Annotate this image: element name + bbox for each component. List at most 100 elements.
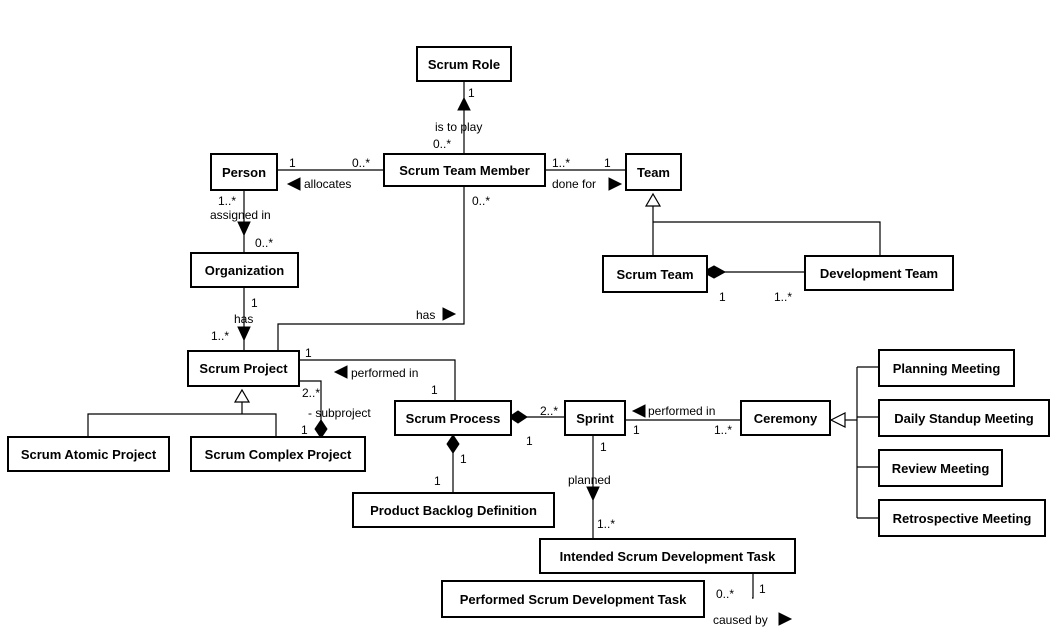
- mult-process-project: 1: [431, 383, 438, 397]
- class-name: Scrum Atomic Project: [20, 446, 157, 462]
- mult-sprint-process: 2..*: [540, 404, 559, 418]
- direction-arrow-has-member: [442, 307, 457, 321]
- class-person: Person: [210, 153, 278, 191]
- mult-sub-many: 2..*: [302, 386, 321, 400]
- mult-complex-1: 1: [301, 423, 308, 437]
- label-subproject: - subproject: [308, 406, 371, 420]
- class-ceremony: Ceremony: [740, 400, 831, 436]
- label-is-to-play: is to play: [435, 120, 483, 134]
- direction-arrow-assigned-in: [237, 221, 251, 237]
- class-name: Intended Scrum Development Task: [559, 548, 776, 564]
- mult-process-sprint: 1: [526, 434, 533, 448]
- label-assigned-in: assigned in: [210, 208, 271, 222]
- label-planned: planned: [568, 473, 611, 487]
- class-intended-scrum-development-task: Intended Scrum Development Task: [539, 538, 796, 574]
- mult-ceremony-many: 1..*: [714, 423, 733, 437]
- line-subproject: [300, 380, 322, 421]
- composition-diamond-scrumteam: [701, 265, 727, 279]
- composition-diamond-backlog: [446, 434, 460, 454]
- class-name: Retrospective Meeting: [892, 510, 1032, 526]
- mult-backlog-1: 1: [434, 474, 441, 488]
- direction-arrow-performed-in-process: [333, 365, 348, 379]
- class-name: Person: [221, 164, 267, 180]
- mult-team-1: 1: [604, 156, 611, 170]
- mult-intended-1: 1: [759, 582, 766, 596]
- mult-sprint-task: 1: [600, 440, 607, 454]
- class-name: Sprint: [576, 410, 614, 426]
- class-name: Scrum Role: [427, 56, 501, 72]
- mult-member-project: 0..*: [472, 194, 491, 208]
- class-scrum-process: Scrum Process: [394, 400, 512, 436]
- class-scrum-complex-project: Scrum Complex Project: [190, 436, 366, 472]
- class-sprint: Sprint: [564, 400, 626, 436]
- class-scrum-team: Scrum Team: [602, 255, 708, 293]
- class-name: Scrum Team: [616, 266, 694, 282]
- label-performed-in-sprint: performed in: [648, 404, 716, 418]
- label-caused-by: caused by: [713, 613, 768, 627]
- label-has-org: has: [234, 312, 254, 326]
- label-done-for: done for: [552, 177, 597, 191]
- class-name: Development Team: [819, 265, 939, 281]
- class-name: Scrum Complex Project: [204, 446, 352, 462]
- composition-diamond-process: [508, 410, 528, 424]
- mult-sprint-ceremony: 1: [633, 423, 640, 437]
- direction-arrow-is-to-play: [457, 96, 471, 111]
- mult-org-1: 1: [251, 296, 258, 310]
- direction-arrow-allocates: [286, 177, 301, 191]
- direction-arrow-caused-by: [778, 612, 793, 626]
- mult-project-process: 1: [305, 346, 312, 360]
- class-name: Scrum Project: [199, 361, 288, 376]
- class-planning-meeting: Planning Meeting: [878, 349, 1015, 387]
- direction-arrow-done-for: [608, 177, 623, 191]
- direction-arrow-planned: [586, 486, 600, 502]
- mult-org-person: 0..*: [255, 236, 274, 250]
- class-name: Ceremony: [753, 410, 818, 426]
- class-scrum-role: Scrum Role: [416, 46, 512, 82]
- mult-devteam-many: 1..*: [774, 290, 793, 304]
- class-name: Team: [637, 164, 670, 180]
- generalization-arrow-team: [644, 192, 662, 207]
- mult-project-org: 1..*: [211, 329, 230, 343]
- line-member-project: [277, 186, 465, 350]
- class-name: Review Meeting: [891, 460, 990, 476]
- class-name: Daily Standup Meeting: [894, 410, 1034, 426]
- class-scrum-atomic-project: Scrum Atomic Project: [7, 436, 170, 472]
- mult-role-1: 1: [468, 86, 475, 100]
- mult-scrumteam-1: 1: [719, 290, 726, 304]
- generalization-arrow-project: [233, 388, 251, 403]
- class-name: Scrum Team Member: [399, 162, 530, 178]
- label-allocates: allocates: [304, 177, 352, 191]
- direction-arrow-has-org: [237, 326, 251, 342]
- generalization-arrow-ceremony: [829, 412, 846, 428]
- class-name: Planning Meeting: [892, 360, 1001, 376]
- class-retrospective-meeting: Retrospective Meeting: [878, 499, 1046, 537]
- mult-role-member: 0..*: [433, 137, 452, 151]
- mult-member-team: 1..*: [552, 156, 571, 170]
- class-review-meeting: Review Meeting: [878, 449, 1003, 487]
- class-daily-standup-meeting: Daily Standup Meeting: [878, 399, 1050, 437]
- class-scrum-team-member: Scrum Team Member: [383, 153, 546, 187]
- line-project-process: [300, 359, 456, 400]
- mult-performed-many: 0..*: [716, 587, 735, 601]
- mult-task-many: 1..*: [597, 517, 616, 531]
- line-performed-intended: [752, 573, 754, 599]
- class-performed-scrum-development-task: Performed Scrum Development Task: [441, 580, 705, 618]
- class-development-team: Development Team: [804, 255, 954, 291]
- class-name: Performed Scrum Development Task: [459, 591, 687, 607]
- class-team: Team: [625, 153, 682, 191]
- class-organization: Organization: [190, 252, 299, 288]
- mult-person-1: 1: [289, 156, 296, 170]
- class-name: Product Backlog Definition: [370, 502, 537, 518]
- mult-member-person: 0..*: [352, 156, 371, 170]
- class-name: Scrum Process: [405, 410, 501, 426]
- mult-person-org: 1..*: [218, 194, 237, 208]
- class-product-backlog-definition: Product Backlog Definition: [352, 492, 555, 528]
- label-performed-in-process: performed in: [351, 366, 419, 380]
- mult-process-backlog: 1: [460, 452, 467, 466]
- class-scrum-project: Scrum Project: [187, 350, 300, 387]
- direction-arrow-performed-in-sprint: [631, 404, 646, 418]
- label-has-member: has: [416, 308, 436, 322]
- class-name: Organization: [204, 262, 285, 278]
